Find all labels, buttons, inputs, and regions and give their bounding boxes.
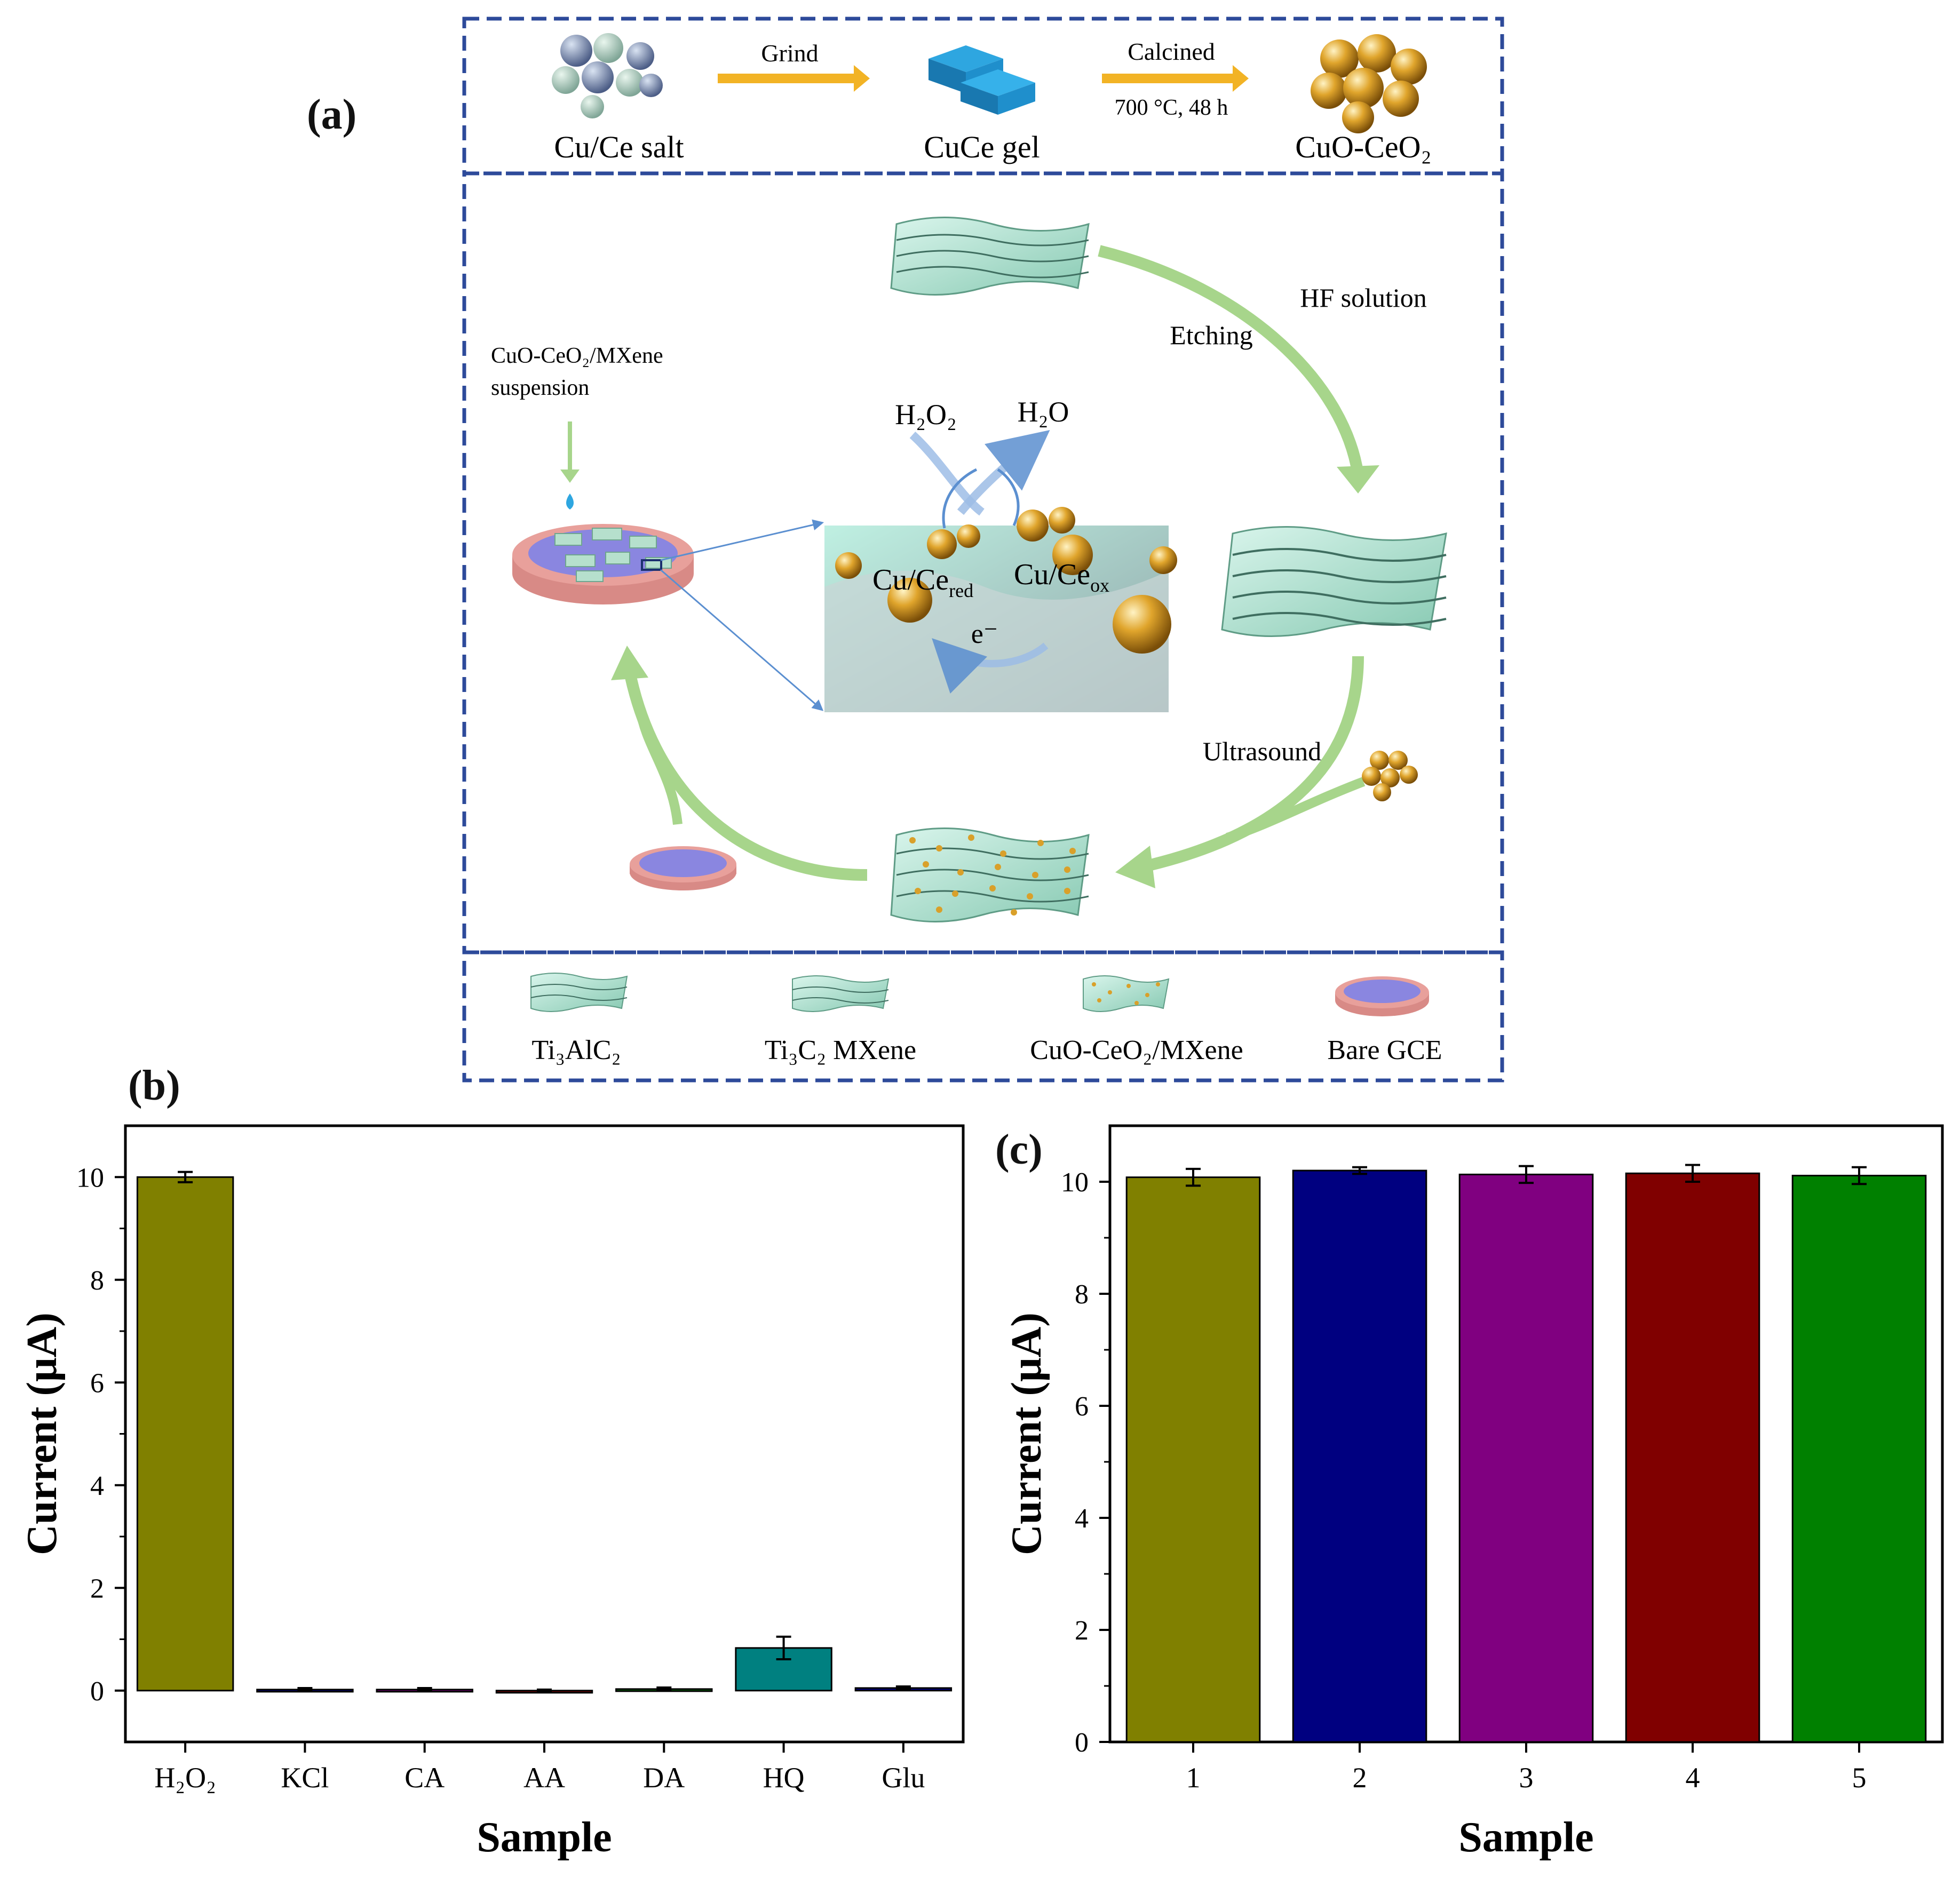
x-tick-label: 2 (1353, 1762, 1367, 1794)
suspension-drop-icon (560, 421, 580, 510)
x-tick-label: CA (404, 1762, 445, 1794)
zoom-line-top (660, 519, 824, 561)
y-tick-label: 0 (90, 1676, 104, 1707)
y-tick-label: 8 (1075, 1279, 1089, 1310)
ti3alc2-legend-icon (530, 973, 628, 1012)
calcined-arrow (1102, 65, 1249, 92)
y-tick-label: 10 (1061, 1167, 1089, 1198)
h2o-label: H₂O (1018, 396, 1069, 428)
y-tick-label: 0 (1075, 1728, 1089, 1758)
y-tick-label: 6 (90, 1368, 104, 1398)
x-tick-label: Glu (882, 1762, 925, 1794)
legend-frame (462, 950, 1504, 1083)
y-tick-label: 4 (90, 1471, 104, 1501)
panel-label-c: (c) (995, 1126, 1043, 1173)
cu-ce-ox-label: Cu/Ceox (1014, 558, 1109, 596)
y-tick-label: 8 (90, 1266, 104, 1296)
bar-1 (1125, 1176, 1261, 1743)
modified-gce-disk (512, 524, 694, 604)
etching-arrow (1098, 245, 1364, 476)
y-tick-label: 2 (90, 1573, 104, 1604)
panel-label-a: (a) (307, 91, 357, 138)
y-tick-label: 6 (1075, 1391, 1089, 1422)
cu-ce-salt-label: Cu/Ce salt (554, 130, 684, 164)
x-tick-label: 5 (1852, 1762, 1867, 1794)
bar-2 (1292, 1169, 1427, 1743)
cu-ce-red-label: Cu/Cered (872, 563, 973, 601)
scheme-diagram: Grind Calcined 700 °C, 48 h Cu/Ce salt C… (462, 17, 1504, 1083)
x-tick-label: AA (523, 1762, 565, 1794)
y-axis-title: Current (μA) (1003, 1312, 1050, 1555)
x-tick-label: 4 (1686, 1762, 1700, 1794)
x-axis-title: Sample (477, 1814, 612, 1861)
gce-legend-icon (1335, 976, 1429, 1016)
hf-solution-label: HF solution (1300, 283, 1427, 313)
x-tick-label: DA (643, 1762, 685, 1794)
mxene-stack (1221, 526, 1447, 637)
gce-modification-arrow (636, 709, 683, 825)
nanoparticle-cluster-icon (1362, 751, 1418, 801)
y-tick-label: 4 (1075, 1503, 1089, 1534)
ti3alc2-stack (890, 217, 1090, 296)
bar-5 (1791, 1174, 1927, 1743)
ultrasound-arrow (1140, 656, 1364, 873)
x-tick-label: KCl (281, 1762, 329, 1794)
composite-legend-label: CuO-CeO₂/MXene (1030, 1035, 1243, 1065)
panel-label-b: (b) (128, 1062, 180, 1109)
bar-4 (1625, 1172, 1760, 1743)
mxene-legend-label: Ti₃C₂ MXene (765, 1035, 916, 1065)
x-tick-label: 3 (1519, 1762, 1534, 1794)
zoom-line-bottom (660, 569, 824, 711)
cuo-ceo2-mxene-stack (890, 827, 1090, 922)
etching-label: Etching (1170, 320, 1253, 350)
suspension-label-line2: suspension (491, 376, 589, 400)
bar-H₂O₂ (136, 1176, 234, 1692)
cuo-ceo2-label: CuO-CeO₂ (1295, 130, 1431, 164)
gce-legend-label: Bare GCE (1327, 1035, 1442, 1065)
x-tick-label: HQ (763, 1762, 805, 1794)
cuce-gel-icon (929, 45, 1035, 115)
grind-label: Grind (761, 39, 818, 67)
ultrasound-label: Ultrasound (1203, 736, 1321, 766)
cu-ce-salt-icon (552, 33, 663, 118)
electron-label: e⁻ (971, 619, 998, 649)
suspension-label-line1: CuO-CeO₂/MXene (491, 344, 663, 368)
x-tick-label: H₂O₂ (154, 1762, 216, 1794)
mxene-legend-icon (792, 975, 890, 1012)
calcination-condition: 700 °C, 48 h (1115, 96, 1228, 120)
x-tick-label: 1 (1186, 1762, 1201, 1794)
bar-3 (1458, 1173, 1594, 1743)
cuo-ceo2-icon (1311, 34, 1427, 133)
y-tick-label: 2 (1075, 1616, 1089, 1646)
ti3alc2-legend-label: Ti₃AlC₂ (531, 1035, 621, 1065)
plot-frame (124, 1124, 965, 1744)
y-tick-label: 10 (76, 1163, 104, 1193)
cuce-gel-label: CuCe gel (924, 130, 1039, 164)
nanoparticle-addition-arrow (1226, 777, 1366, 842)
catalytic-surface-inset (824, 430, 1177, 712)
grind-arrow (718, 65, 870, 92)
h2o2-label: H₂O₂ (895, 399, 957, 431)
y-axis-title: Current (μA) (19, 1312, 66, 1555)
calcined-label: Calcined (1128, 38, 1215, 65)
composite-legend-icon (1083, 975, 1170, 1012)
x-axis-title: Sample (1458, 1814, 1593, 1861)
bare-gce-disk (630, 846, 736, 890)
